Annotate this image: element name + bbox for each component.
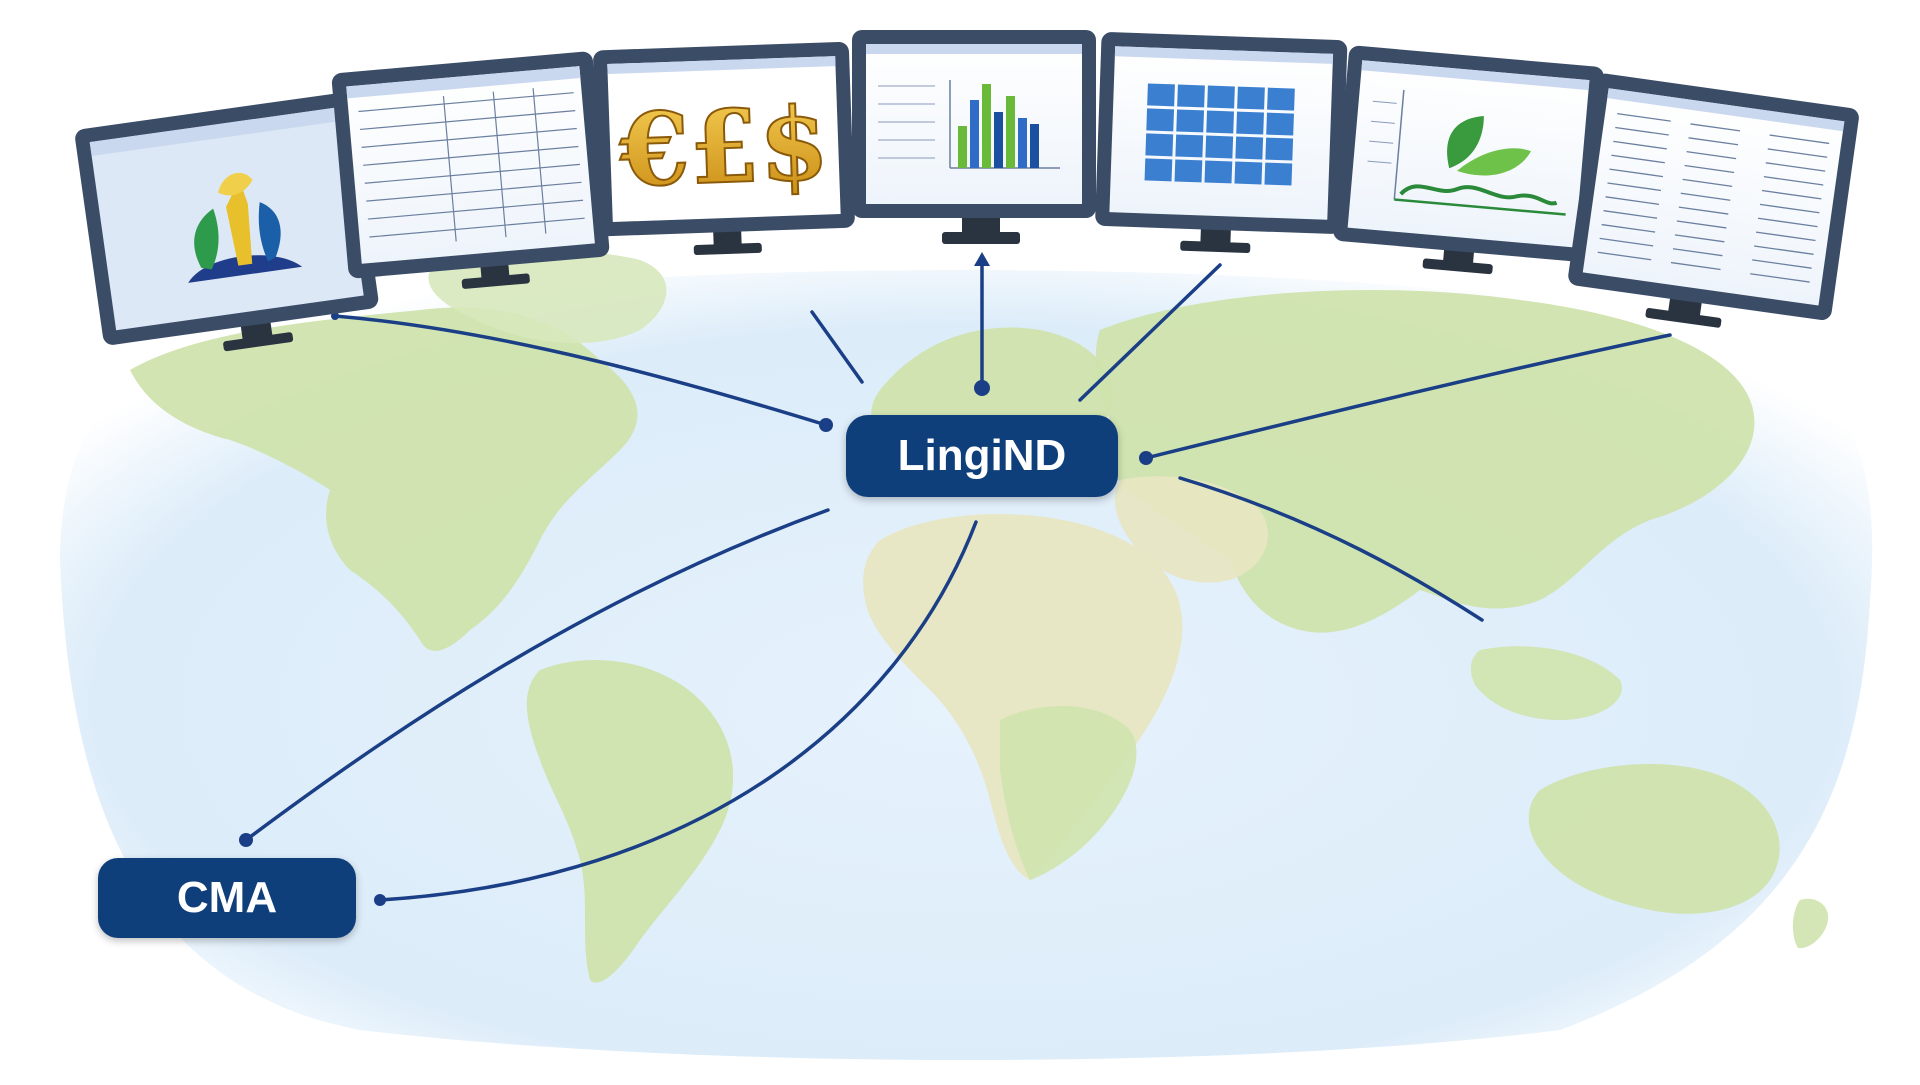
monitor-1 xyxy=(75,92,379,352)
monitor-4 xyxy=(852,30,1096,244)
landmass-south-america xyxy=(526,660,734,983)
connector-dot xyxy=(974,380,990,396)
hub-node-label: LingiND xyxy=(846,415,1118,497)
connector-hub-cma xyxy=(378,520,978,902)
chart-bar xyxy=(982,84,991,168)
connector-hub-america xyxy=(244,508,830,842)
window-header xyxy=(607,56,836,75)
leaf-chart-line xyxy=(1399,184,1558,206)
landmass-southeast-asia xyxy=(1470,646,1622,720)
window-header xyxy=(89,107,340,157)
window-header xyxy=(1361,60,1590,91)
monitor-5 xyxy=(1095,32,1348,254)
connectors xyxy=(239,252,1672,906)
monitor-stand-base xyxy=(1422,258,1493,275)
plant-leaf-right xyxy=(258,202,281,262)
monitor-6 xyxy=(1333,45,1604,275)
monitor-stand-base xyxy=(693,242,762,256)
plant-base xyxy=(188,255,303,283)
monitor-stand xyxy=(1200,225,1231,247)
plant-illustration-icon xyxy=(188,172,303,283)
monitor-stand-base xyxy=(1180,240,1251,254)
leaf-chart xyxy=(1367,89,1566,216)
world-map xyxy=(60,251,1873,1060)
leaf-icon xyxy=(1456,148,1531,176)
plant-stem xyxy=(226,179,253,266)
spreadsheet-table xyxy=(358,88,585,242)
connector-dot xyxy=(819,418,833,432)
monitor-screen xyxy=(346,66,595,264)
leaf-icon xyxy=(1447,116,1484,169)
window-header xyxy=(1607,88,1845,132)
connector-monitor7-hub xyxy=(1144,333,1672,460)
plant-leaf-center xyxy=(217,172,253,196)
monitor-stand-base xyxy=(461,273,530,289)
window-header xyxy=(1114,46,1334,64)
monitor-screen xyxy=(607,56,841,222)
landmass-new-zealand xyxy=(1792,898,1829,949)
monitor-stand xyxy=(962,214,1000,234)
currency-symbols-icon: €£$ xyxy=(617,84,831,209)
connector-monitor1-hub xyxy=(333,314,828,427)
landmass-north-america xyxy=(130,307,638,651)
connector-hub-asia xyxy=(1178,476,1484,622)
monitor-3: €£$ xyxy=(593,41,855,256)
monitor-7 xyxy=(1568,73,1859,328)
source-node-label: CMA xyxy=(98,858,356,938)
arrowhead xyxy=(974,252,990,266)
chart-bar xyxy=(1030,124,1039,168)
monitor-stand-base xyxy=(1645,307,1722,328)
chart-bar xyxy=(1018,118,1027,168)
monitor-row: €£$ xyxy=(75,30,1859,352)
monitor-stand-base xyxy=(942,232,1020,244)
chart-bar xyxy=(1006,96,1015,168)
window-header xyxy=(866,44,1082,54)
connector-monitor5-hub xyxy=(1078,263,1222,402)
monitor-screen xyxy=(1582,88,1845,306)
connector-dot xyxy=(1139,451,1153,465)
chart-bar xyxy=(970,100,979,168)
text-document xyxy=(1597,112,1830,283)
grid-table xyxy=(1144,83,1295,186)
landmass-middle-east xyxy=(1114,476,1269,583)
monitor-2 xyxy=(331,51,610,289)
chart-bar xyxy=(958,126,967,168)
monitor-screen xyxy=(89,107,364,331)
bar-chart xyxy=(878,80,1060,169)
connector-dot xyxy=(331,312,339,320)
window-header xyxy=(346,66,581,99)
connector-monitor3-hub xyxy=(810,310,864,384)
monitor-stand xyxy=(713,227,742,249)
connector-dot xyxy=(374,894,386,906)
plant-leaf-left xyxy=(194,208,219,270)
landmass-australia xyxy=(1528,763,1780,914)
landmass-africa-south xyxy=(1000,706,1137,880)
connector-dot xyxy=(239,833,253,847)
chart-bar xyxy=(994,112,1003,168)
monitor-stand-base xyxy=(223,332,294,352)
